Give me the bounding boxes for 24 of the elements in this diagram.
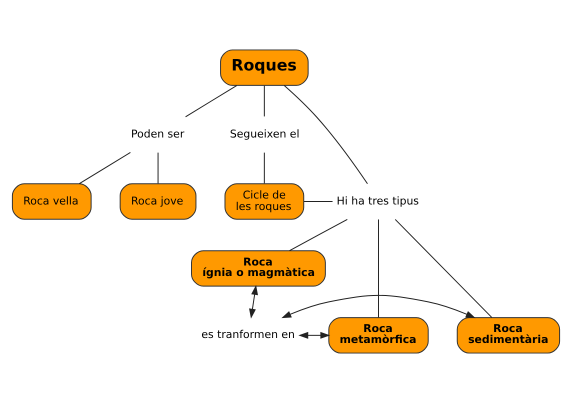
arrow [298, 332, 330, 339]
node-box: Roca metamòrfica [328, 317, 429, 354]
arrow [281, 294, 476, 318]
connector [378, 218, 379, 318]
node-box: Roca sedimentària [456, 317, 560, 354]
connector [78, 152, 131, 184]
connector [264, 85, 265, 117]
arrow [249, 285, 258, 319]
node-text: es tranformen en [201, 328, 295, 342]
node-box: Roques [220, 49, 309, 86]
connector [264, 152, 265, 184]
connector [289, 218, 348, 252]
node-box: Cicle de les roques [224, 183, 304, 220]
connector [185, 85, 238, 118]
node-box: Roca jove [120, 183, 196, 220]
node-text: Poden ser [130, 127, 184, 140]
connector [158, 152, 159, 184]
connector [394, 218, 492, 318]
node-text: Segueixen el [230, 127, 300, 140]
node-box: Roca ígnia o magmàtica [191, 250, 326, 287]
connector [304, 201, 334, 202]
node-text: Hi ha tres tipus [336, 194, 419, 208]
node-box: Roca vella [12, 183, 92, 220]
connector [284, 84, 368, 184]
